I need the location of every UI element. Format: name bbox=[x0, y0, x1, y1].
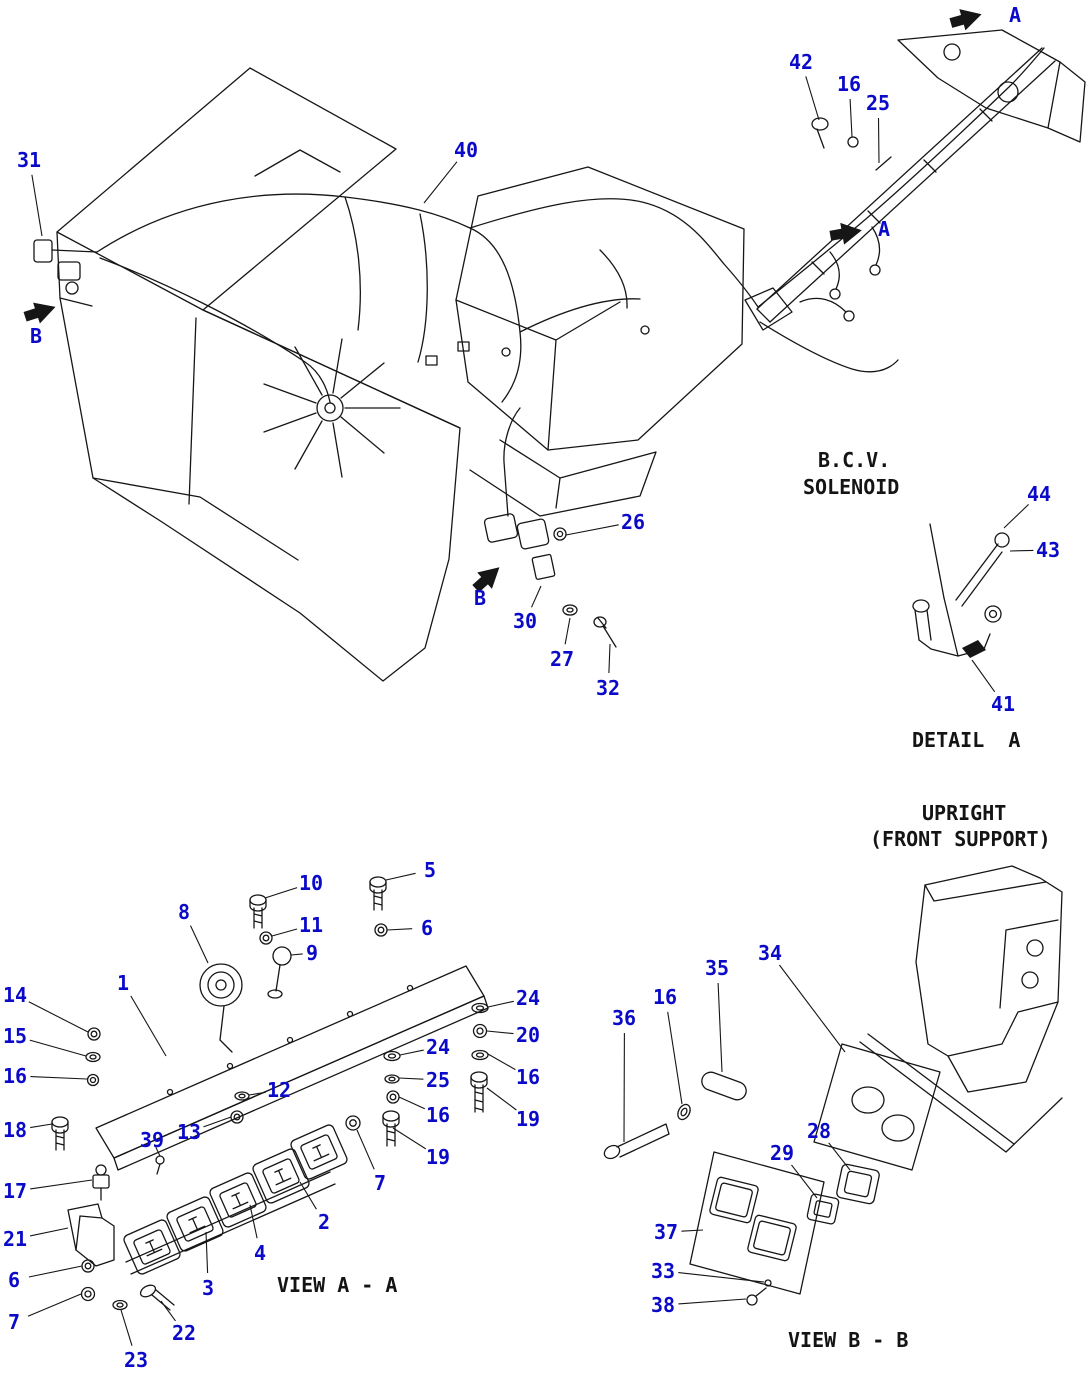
part-callout: 31 bbox=[17, 148, 42, 172]
view-bb-art bbox=[603, 865, 1063, 1306]
part-callout: 30 bbox=[513, 609, 538, 633]
part-callout: 10 bbox=[299, 871, 324, 895]
upright-heading-line2: (FRONT SUPPORT) bbox=[870, 827, 1051, 851]
part-callout: 12 bbox=[267, 1078, 292, 1102]
part-callout: 16 bbox=[837, 72, 862, 96]
part-callout: 9 bbox=[306, 941, 319, 965]
part-callout: 17 bbox=[3, 1179, 28, 1203]
part-callout: 5 bbox=[424, 858, 437, 882]
part-callout: 6 bbox=[8, 1268, 21, 1292]
part-callout: 38 bbox=[651, 1293, 676, 1317]
part-callout: 15 bbox=[3, 1024, 28, 1048]
part-callout: 36 bbox=[612, 1006, 637, 1030]
part-callout: 7 bbox=[374, 1171, 387, 1195]
part-callout: 24 bbox=[516, 986, 541, 1010]
part-callout: 16 bbox=[653, 985, 678, 1009]
bcv-solenoid-heading-line2: SOLENOID bbox=[803, 475, 900, 499]
part-callout: 1 bbox=[117, 971, 130, 995]
bcv-solenoid-heading-line1: B.C.V. bbox=[818, 448, 891, 472]
part-callout: 44 bbox=[1027, 482, 1052, 506]
part-callout: 11 bbox=[299, 913, 324, 937]
part-callout: 25 bbox=[866, 91, 891, 115]
part-callout: 16 bbox=[516, 1065, 541, 1089]
view-aa-art bbox=[51, 876, 489, 1311]
part-callout: 14 bbox=[3, 983, 28, 1007]
part-callout: 19 bbox=[426, 1145, 451, 1169]
center-connector-art bbox=[483, 407, 617, 648]
cab-base-art bbox=[455, 166, 745, 517]
part-callout: 27 bbox=[550, 647, 575, 671]
part-callout: 20 bbox=[516, 1023, 541, 1047]
view-aa-caption: VIEW A - A bbox=[277, 1273, 398, 1297]
part-callout: 25 bbox=[426, 1068, 451, 1092]
part-callout: 37 bbox=[654, 1220, 679, 1244]
part-callout: 16 bbox=[3, 1064, 28, 1088]
part-callout: 4 bbox=[254, 1241, 267, 1265]
view-bb-caption: VIEW B - B bbox=[788, 1328, 909, 1352]
part-callout: 3 bbox=[202, 1276, 215, 1300]
part-callout: 32 bbox=[596, 676, 621, 700]
part-callout: 6 bbox=[421, 916, 434, 940]
part-callout: 41 bbox=[991, 692, 1016, 716]
detail-a-caption: DETAIL A bbox=[912, 728, 1021, 752]
support-rail-art bbox=[744, 29, 1086, 331]
view-a-arrow-mid bbox=[829, 222, 862, 245]
view-direction-arrows bbox=[23, 9, 986, 658]
solenoid-clip-shape bbox=[962, 640, 986, 658]
left-connector-art bbox=[33, 239, 98, 295]
part-callout: 35 bbox=[705, 956, 730, 980]
view-b-arrow-mid bbox=[472, 567, 500, 593]
part-callout: 13 bbox=[177, 1120, 202, 1144]
part-callout: 28 bbox=[807, 1119, 832, 1143]
fan-art bbox=[263, 338, 401, 478]
part-callout: B bbox=[30, 324, 43, 348]
part-callout: 26 bbox=[621, 510, 646, 534]
view-b-arrow-left bbox=[23, 302, 56, 324]
part-callout: 34 bbox=[758, 941, 783, 965]
part-callout: 33 bbox=[651, 1259, 676, 1283]
part-callout: 29 bbox=[770, 1141, 795, 1165]
upright-heading-line1: UPRIGHT bbox=[922, 801, 1007, 825]
wiring-harness-art bbox=[96, 47, 1045, 403]
part-callout: 23 bbox=[124, 1348, 149, 1372]
part-callout: 40 bbox=[454, 138, 479, 162]
part-callout: 19 bbox=[516, 1107, 541, 1131]
part-callout: B bbox=[474, 586, 487, 610]
part-callout: 21 bbox=[3, 1227, 28, 1251]
part-callout: 2 bbox=[318, 1210, 331, 1234]
part-callout: 39 bbox=[140, 1128, 165, 1152]
part-callout: 18 bbox=[3, 1118, 28, 1142]
part-callout: 43 bbox=[1036, 538, 1061, 562]
part-callout: A bbox=[1009, 3, 1022, 27]
engine-body-art bbox=[56, 67, 461, 682]
view-a-arrow-top bbox=[949, 9, 982, 31]
part-callout: 7 bbox=[8, 1310, 21, 1334]
detail-a-art bbox=[912, 523, 1010, 657]
part-callout: 8 bbox=[178, 900, 191, 924]
part-callout: 16 bbox=[426, 1103, 451, 1127]
part-callout: 22 bbox=[172, 1321, 197, 1345]
part-callout: 24 bbox=[426, 1035, 451, 1059]
part-callout: A bbox=[878, 217, 891, 241]
part-callout: 42 bbox=[789, 50, 814, 74]
